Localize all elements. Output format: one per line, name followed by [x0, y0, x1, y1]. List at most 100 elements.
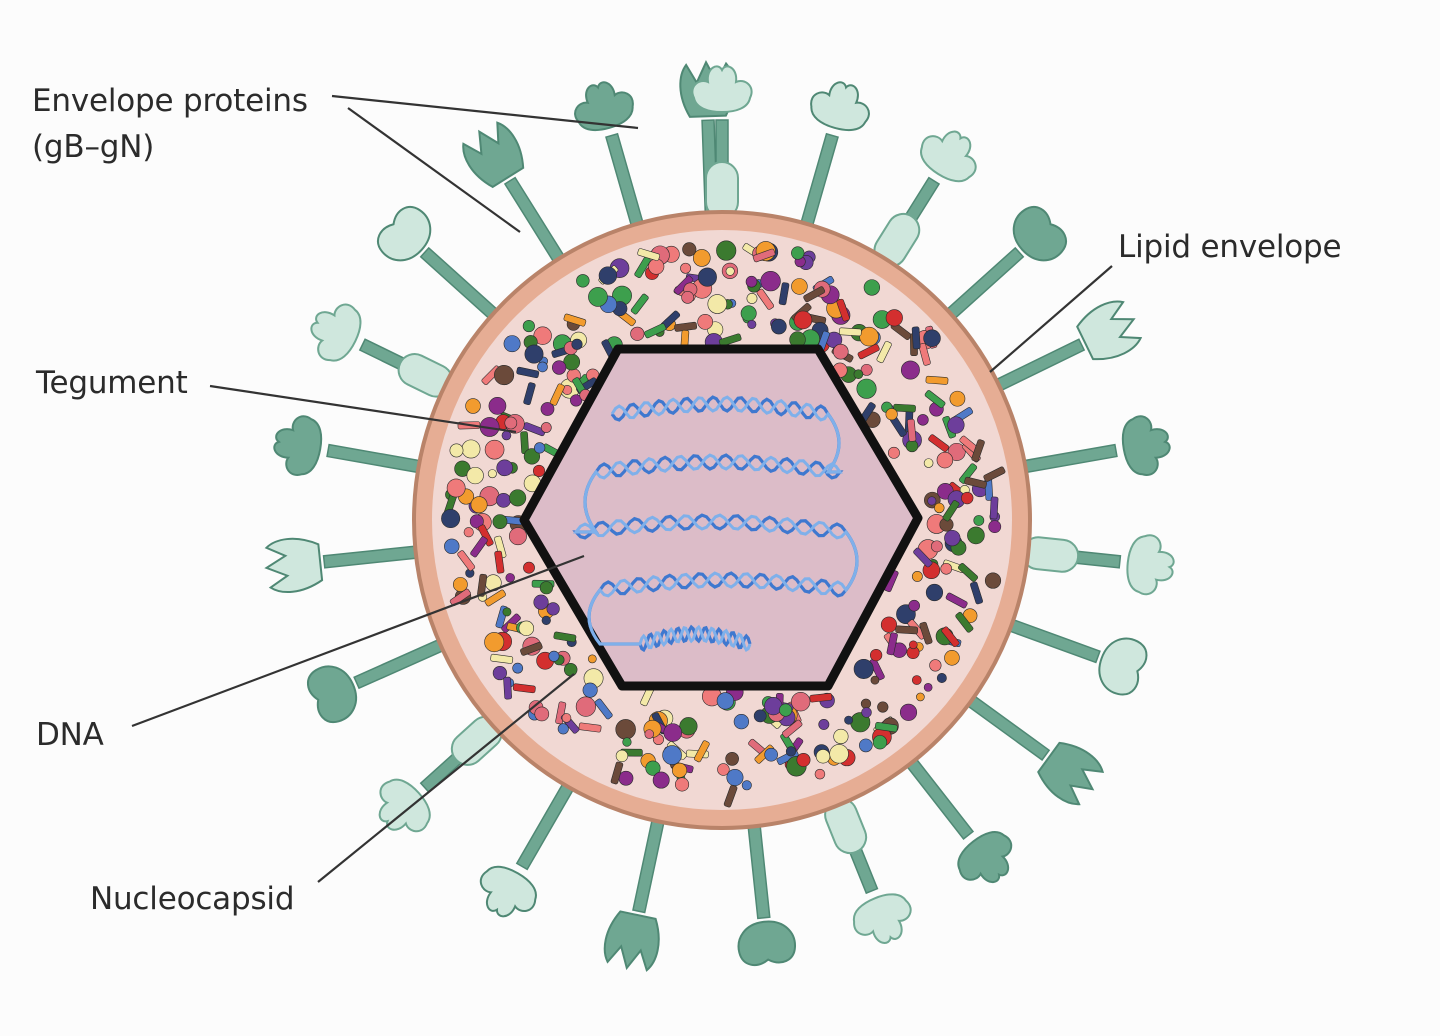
- glycoprotein-spike: [462, 121, 572, 274]
- tegument-protein-rod: [723, 784, 738, 808]
- tegument-protein-blob: [741, 780, 752, 791]
- tegument-protein-blob: [923, 329, 941, 347]
- tegument-protein-blob: [541, 615, 551, 626]
- tegument-protein-blob: [917, 414, 929, 426]
- tegument-protein-blob: [523, 448, 541, 465]
- tegument-protein-blob: [534, 706, 550, 722]
- tegument-protein-rod: [895, 625, 919, 635]
- tegument-protein-rod: [449, 588, 471, 607]
- tegument-protein-blob: [679, 717, 698, 736]
- tegument-protein-rod: [781, 719, 803, 739]
- tegument-protein-blob: [870, 675, 880, 685]
- tegument-protein-rod: [913, 547, 933, 568]
- tegument-protein-blob: [492, 514, 508, 530]
- tegument-protein-rod: [693, 740, 710, 763]
- tegument-protein-rod: [876, 340, 892, 364]
- leader-nucleocapsid: [317, 673, 575, 883]
- tegument-protein-blob: [936, 451, 954, 469]
- tegument-protein-blob: [929, 659, 942, 672]
- label-dna: DNA: [36, 717, 104, 753]
- tegument-protein-rod: [838, 327, 862, 337]
- dna-strand-b: [572, 395, 859, 653]
- tegument-protein-blob: [872, 735, 888, 750]
- tegument-protein-blob: [546, 602, 560, 616]
- tegument-protein-blob: [716, 692, 734, 710]
- tegument-protein-blob: [622, 737, 632, 747]
- tegument-protein-rod: [958, 563, 979, 582]
- tegument-protein-blob: [488, 397, 507, 415]
- tegument-protein-blob: [503, 335, 521, 353]
- tegument-protein-blob: [863, 279, 881, 296]
- glycoprotein-spike: [737, 812, 797, 967]
- tegument-protein-blob: [908, 599, 920, 612]
- tegument-protein-rod: [549, 383, 565, 406]
- glycoprotein-spike: [956, 688, 1105, 806]
- tegument-protein-blob: [524, 344, 544, 364]
- glycoprotein-spike: [479, 772, 581, 918]
- tegument-protein-blob: [940, 562, 953, 575]
- tegument-protein-blob: [760, 270, 781, 292]
- tegument-protein-blob: [630, 326, 645, 341]
- tegument-protein-blob: [463, 527, 474, 538]
- tegument-protein-blob: [747, 319, 757, 329]
- tegument-protein-rod: [752, 248, 776, 263]
- tegument-protein-blob: [571, 338, 583, 350]
- tegument-protein-rod: [494, 550, 505, 574]
- tegument-protein-blob: [923, 458, 934, 468]
- tegument-protein-blob: [725, 266, 735, 276]
- tegument-protein-rod: [484, 589, 506, 607]
- glycoprotein-spike: [307, 633, 456, 724]
- tegument-protein-blob: [870, 648, 883, 662]
- tegument-protein-blob: [853, 658, 874, 679]
- tegument-protein-blob: [930, 540, 943, 553]
- glycoprotein-spike: [264, 537, 430, 593]
- tegument-protein-blob: [944, 650, 960, 666]
- tegument-protein-blob: [814, 768, 826, 780]
- tegument-protein-blob: [680, 262, 692, 274]
- glycoprotein-spike: [574, 81, 648, 239]
- tegument-protein-blob: [911, 675, 922, 685]
- leader-envelope-proteins-upper: [331, 94, 639, 130]
- tegument-protein-blob: [466, 466, 484, 485]
- tegument-protein-blob: [588, 287, 608, 307]
- tegument-protein-blob: [441, 509, 461, 529]
- tegument-protein-rod: [971, 439, 985, 462]
- tegument-protein-blob: [923, 683, 933, 692]
- tegument-protein-blob: [899, 703, 918, 721]
- tegument-protein-rod: [503, 676, 512, 700]
- tegument-protein-blob: [697, 314, 714, 330]
- tegument-protein-rod: [718, 333, 742, 347]
- label-nucleocapsid: Nucleocapsid: [90, 881, 295, 917]
- glycoprotein-spike: [997, 614, 1148, 696]
- tegument-protein-blob: [716, 240, 737, 261]
- tegument-protein-blob: [484, 439, 505, 460]
- tegument-protein-blob: [859, 326, 879, 347]
- tegument-protein-blob: [540, 422, 552, 433]
- tegument-protein-blob: [648, 258, 665, 275]
- tegument-protein-blob: [934, 502, 945, 514]
- tegument-protein-blob: [885, 309, 903, 327]
- tegument-protein-blob: [793, 310, 813, 330]
- tegument-protein-blob: [925, 583, 944, 602]
- glycoprotein-spike: [824, 791, 912, 944]
- tegument-protein-blob: [818, 718, 830, 730]
- tegument-protein-blob: [682, 242, 697, 257]
- leader-envelope-proteins-lower: [347, 107, 521, 233]
- tegument-protein-rod: [494, 535, 507, 559]
- glycoprotein-spike: [691, 65, 753, 225]
- tegument-protein-blob: [618, 770, 634, 786]
- tegument-protein-blob: [644, 729, 655, 739]
- glycoprotein-spike: [1014, 534, 1175, 596]
- tegument-protein-blob: [533, 326, 552, 345]
- tegument-protein-blob: [645, 760, 661, 776]
- tegument-protein-rod: [945, 592, 968, 609]
- tegument-protein-blob: [461, 439, 481, 459]
- tegument-protein-rod: [756, 288, 775, 310]
- tegument-protein-rod: [857, 343, 880, 360]
- tegument-protein-rod: [893, 403, 916, 413]
- tegument-protein-rod: [637, 248, 660, 261]
- dna-strand-a: [572, 395, 859, 653]
- tegument-protein-blob: [829, 744, 849, 764]
- tegument-protein-blob: [502, 607, 512, 617]
- tegument-protein-blob: [877, 701, 889, 713]
